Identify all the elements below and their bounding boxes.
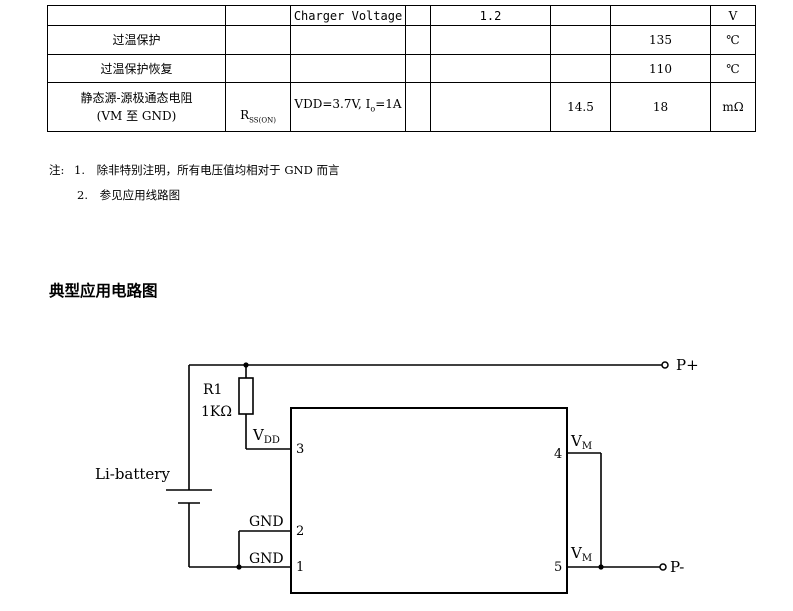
spec-table: Charger Voltage 1.2 V 过温保护 135 ℃ 过温保护恢复 … <box>47 5 756 132</box>
condition-cell: VDD=3.7V, Io=1A <box>290 82 406 132</box>
pin-label-gnd: GND <box>249 551 284 567</box>
pin-label-vm: VM <box>570 544 592 564</box>
resistor-r1 <box>238 377 254 415</box>
terminal-p-plus <box>661 361 669 369</box>
pin-label-vm: VM <box>570 432 592 452</box>
junction-dot <box>236 564 242 570</box>
terminal-p-minus <box>659 563 667 571</box>
table-row: 静态源-源极通态电阻 (VM 至 GND) RSS(ON) VDD=3.7V, … <box>47 82 756 132</box>
param-line-2: (VM 至 GND) <box>96 109 177 123</box>
battery-label: Li-battery <box>95 465 170 483</box>
pin-number-4: 4 <box>554 447 562 462</box>
typ-cell: 14.5 <box>550 82 611 132</box>
label-p-plus: P+ <box>676 356 699 374</box>
resistor-name: R1 <box>203 382 222 398</box>
note-1: 注: 1. 除非特别注明，所有电压值均相对于 GND 而言 <box>49 163 340 177</box>
notes-label: 注: <box>49 163 65 177</box>
section-title: 典型应用电路图 <box>49 282 158 300</box>
param-cell: 静态源-源极通态电阻 (VM 至 GND) <box>47 82 226 132</box>
label-p-minus: P- <box>670 558 684 576</box>
resistor-value: 1KΩ <box>201 404 232 420</box>
param-line-1: 静态源-源极通态电阻 <box>80 91 193 105</box>
pin-number-5: 5 <box>554 560 562 575</box>
param-cell: 过温保护 <box>47 25 226 55</box>
pin-label-vdd: VDD <box>252 426 280 446</box>
max-cell: 18 <box>610 82 711 132</box>
unit-cell: ℃ <box>710 54 756 83</box>
table-row: 过温保护恢复 110 ℃ <box>47 54 756 83</box>
battery-symbol <box>166 489 212 504</box>
symbol-cell: RSS(ON) <box>225 82 291 132</box>
junction-dot <box>598 564 604 570</box>
pin-label-gnd: GND <box>249 514 284 530</box>
pin-number-1: 1 <box>296 560 304 575</box>
condition-cell: Charger Voltage <box>290 5 406 26</box>
unit-cell: ℃ <box>710 25 756 55</box>
pin-number-3: 3 <box>296 442 304 457</box>
table-row: Charger Voltage 1.2 V <box>47 5 756 26</box>
pin-number-2: 2 <box>296 524 304 539</box>
unit-cell: mΩ <box>710 82 756 132</box>
junction-dot <box>243 362 249 368</box>
max-cell: 110 <box>610 54 711 83</box>
note-2: 2. 参见应用线路图 <box>77 188 181 202</box>
ic-chip <box>290 407 568 594</box>
